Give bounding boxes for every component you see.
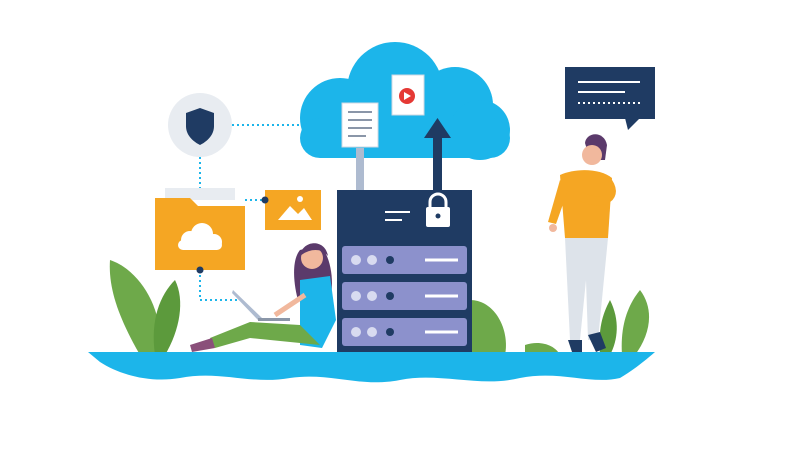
image-icon [265, 190, 321, 230]
chat-bubble-icon [565, 67, 655, 130]
video-file-icon [391, 74, 425, 116]
shield-icon [168, 93, 232, 157]
server-icon [337, 190, 472, 352]
plant-server [470, 300, 506, 355]
water-ground [88, 352, 655, 383]
server-rack-bars [342, 246, 467, 346]
folder-cloud-icon [155, 188, 245, 270]
woman-with-laptop [190, 243, 336, 352]
document-icon [341, 102, 379, 148]
upload-arrow-icon [424, 118, 451, 195]
lock-icon [426, 192, 450, 227]
plant-left [109, 260, 181, 355]
standing-man [548, 134, 616, 352]
